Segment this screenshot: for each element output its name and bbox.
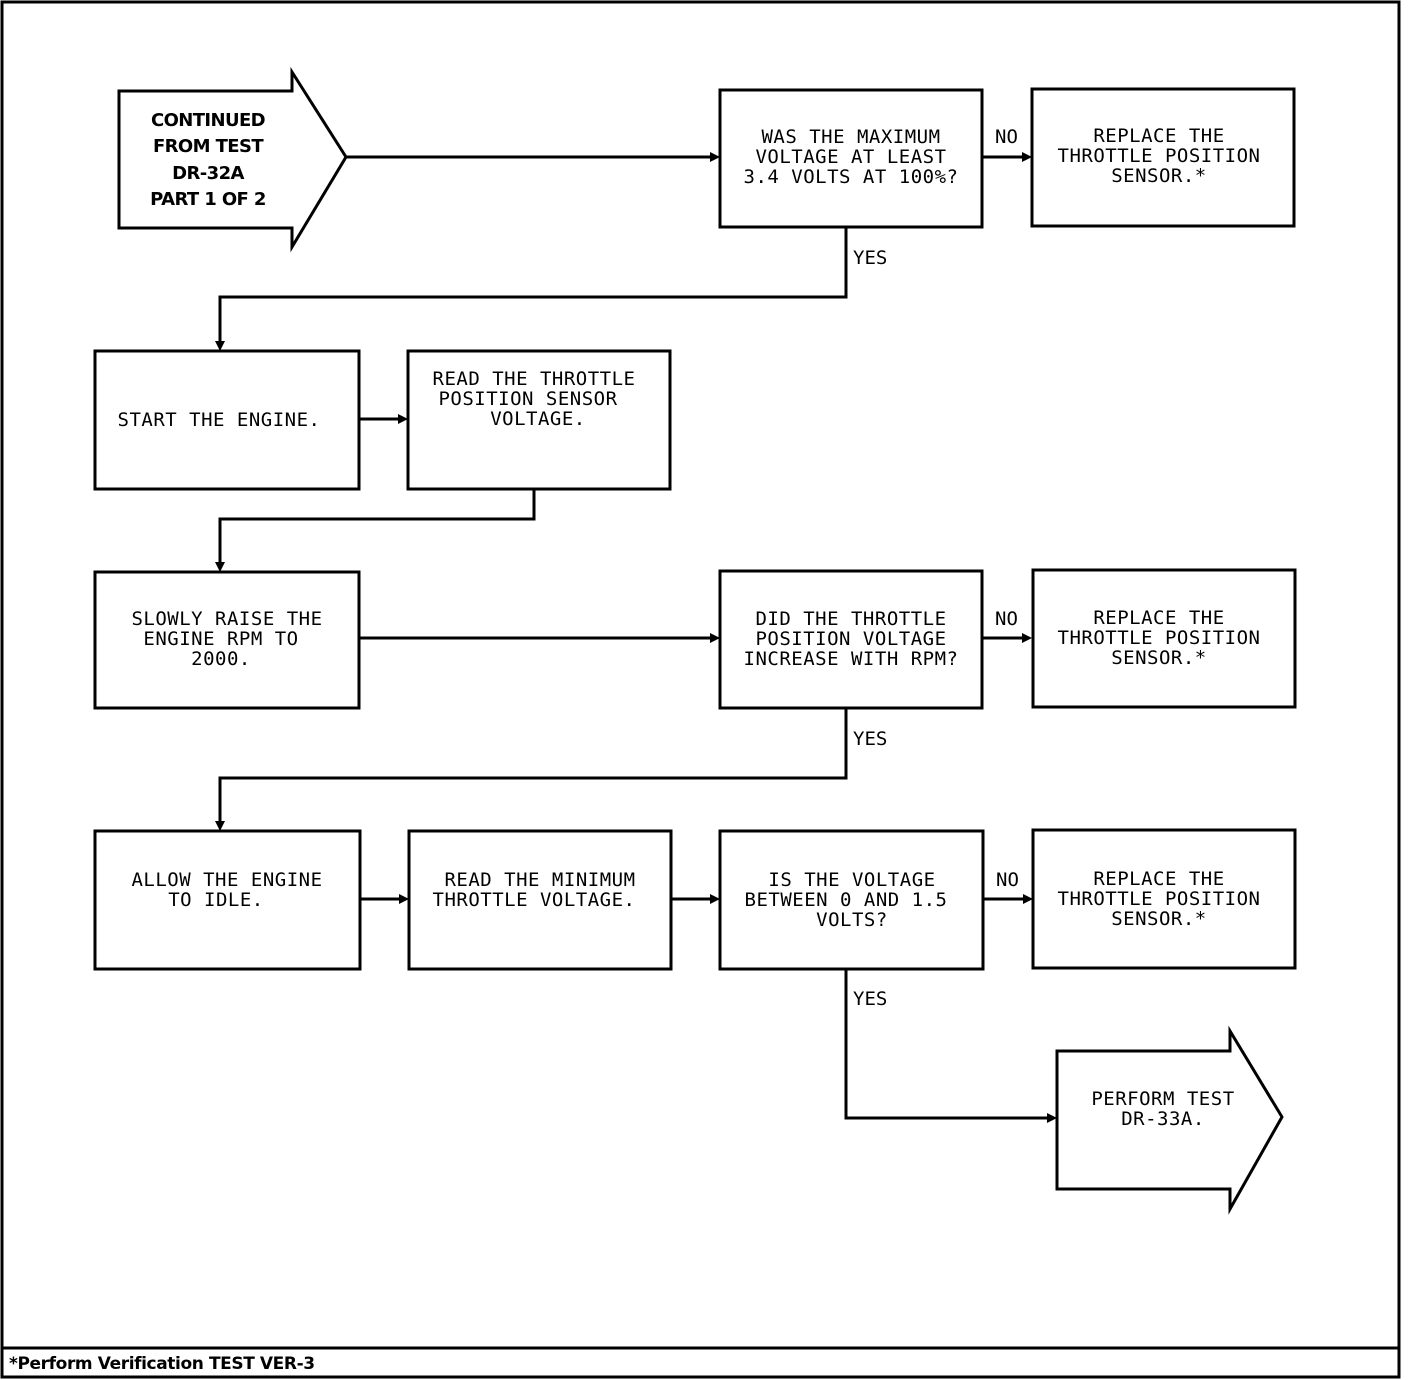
edge-label-yes: YES [853,247,887,269]
end-line: DR-33A. [1121,1108,1205,1130]
edge-label-no: NO [996,869,1019,891]
box-text: IS THE VOLTAGE [768,869,935,891]
edge-q1-s1 [218,227,848,344]
arrowhead [1023,894,1033,904]
box-text: SLOWLY RAISE THE [131,608,322,630]
end-arrow-shape [1055,1025,1284,1215]
arrowhead [398,414,408,424]
box-text: POSITION SENSOR [438,388,617,410]
box-text: SENSOR.* [1111,647,1207,669]
edge-q2-s4 [218,708,848,824]
box-text: VOLTAGE. [490,408,586,430]
box-text: VOLTS? [816,909,888,931]
box-text: THROTTLE POSITION [1058,145,1261,167]
action-box [1031,828,1297,970]
box-text: REPLACE THE [1093,868,1224,890]
edge-label-no: NO [995,608,1018,630]
arrowhead [215,341,225,351]
decision-box [718,569,984,710]
arrowhead [710,894,720,904]
action-s4: ALLOW THE ENGINE TO IDLE. [93,829,362,971]
box-text: WAS THE MAXIMUM [761,126,940,148]
footnote: *Perform Verification TEST VER-3 [9,1354,315,1374]
action-box [93,349,361,491]
box-text: THROTTLE POSITION [1058,888,1261,910]
arrowhead [710,152,720,162]
edge-label-yes: YES [853,728,887,750]
start-arrow-shape [117,66,348,253]
arrowhead [1047,1113,1057,1123]
box-text: SENSOR.* [1111,908,1207,930]
action-s1: START THE ENGINE. [93,349,361,491]
action-s5: READ THE MINIMUM THROTTLE VOLTAGE. [407,829,673,971]
end-connector: PERFORM TEST DR-33A. [1055,1025,1284,1215]
action-box [406,349,672,491]
box-text: POSITION VOLTAGE [755,628,946,650]
box-text: ENGINE RPM TO [143,628,298,650]
edge-s2-s3 [218,489,536,565]
start-line: DR-32A [172,163,244,184]
arrowhead [1022,152,1032,162]
arrowhead [710,633,720,643]
action-r1: REPLACE THE THROTTLE POSITION SENSOR.* [1030,87,1296,228]
box-text: START THE ENGINE. [118,409,321,431]
box-text: DID THE THROTTLE [755,608,946,630]
box-text: BETWEEN 0 AND 1.5 [745,889,948,911]
action-box [93,570,361,710]
edge-label-no: NO [995,126,1018,148]
action-r3: REPLACE THE THROTTLE POSITION SENSOR.* [1031,828,1297,970]
box-text: SENSOR.* [1111,165,1207,187]
box-text: THROTTLE POSITION [1058,627,1261,649]
box-text: INCREASE WITH RPM? [744,648,959,670]
arrowhead [215,562,225,572]
edge-q3-end [844,969,1050,1120]
box-text: VOLTAGE AT LEAST [755,146,946,168]
edge-label-yes: YES [853,988,887,1010]
end-line: PERFORM TEST [1091,1088,1234,1110]
action-s2: READ THE THROTTLE POSITION SENSOR VOLTAG… [406,349,672,491]
box-text: REPLACE THE [1093,125,1224,147]
box-text: TO IDLE. [168,889,264,911]
decision-box [718,829,985,971]
arrowhead [215,821,225,831]
decision-box [718,88,984,229]
connectors [215,152,1057,1123]
box-text: THROTTLE VOLTAGE. [433,889,636,911]
arrowhead [399,894,409,904]
box-text: REPLACE THE [1093,607,1224,629]
decision-q2: DID THE THROTTLE POSITION VOLTAGE INCREA… [718,569,984,710]
arrowhead [1022,633,1032,643]
start-line: PART 1 OF 2 [150,189,266,210]
start-connector: CONTINUED FROM TEST DR-32A PART 1 OF 2 [117,66,348,253]
action-box [93,829,362,971]
action-box [407,829,673,971]
action-box [1031,568,1297,709]
box-text: 2000. [191,648,251,670]
box-text: READ THE MINIMUM [444,869,635,891]
decision-q3: IS THE VOLTAGE BETWEEN 0 AND 1.5 VOLTS? [718,829,985,971]
action-box [1030,87,1296,228]
box-text: ALLOW THE ENGINE [131,869,322,891]
action-r2: REPLACE THE THROTTLE POSITION SENSOR.* [1031,568,1297,709]
start-line: CONTINUED [151,110,265,131]
box-text: READ THE THROTTLE [433,368,636,390]
box-text: 3.4 VOLTS AT 100%? [744,166,959,188]
action-s3: SLOWLY RAISE THE ENGINE RPM TO 2000. [93,570,361,710]
decision-q1: WAS THE MAXIMUM VOLTAGE AT LEAST 3.4 VOL… [718,88,984,229]
start-line: FROM TEST [153,136,264,157]
